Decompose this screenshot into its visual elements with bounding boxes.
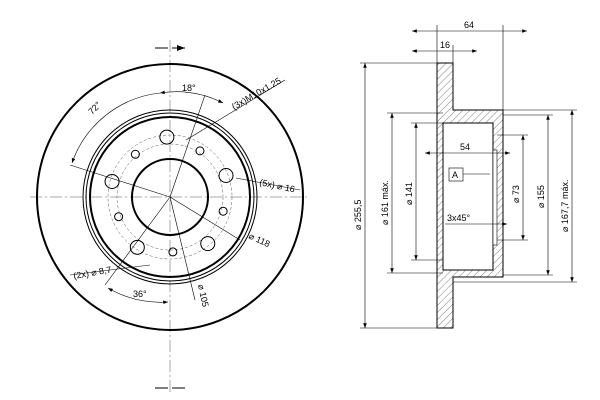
- extension-lines: [360, 25, 577, 329]
- disc-cross-section: [436, 62, 504, 329]
- dia-73-label: ⌀ 73: [511, 185, 521, 203]
- dia-105-label: ⌀ 105: [196, 283, 211, 308]
- dimension-lines: [363, 29, 574, 328]
- dimension-arc-18: [159, 90, 224, 104]
- small-hole: [114, 212, 124, 222]
- datum-label: A: [452, 170, 458, 180]
- center-bore-section: [492, 149, 498, 246]
- small-holes-label: (2x) ⌀ 8,7: [73, 264, 113, 281]
- datum-box: [448, 167, 464, 182]
- bolt-holes: [104, 129, 234, 257]
- thread-holes-label: (3x)M10x1.25: [230, 76, 283, 112]
- disc-outer-edge: [36, 63, 304, 331]
- front-view: 18° 72° 36° (3x)M10x1.25 (5x) ⌀ 16 ⌀ 118…: [30, 40, 310, 395]
- small-hole: [195, 146, 205, 156]
- dimension-arc-36: [107, 287, 169, 305]
- section-view: 64 16 ⌀ 255,5 ⌀ 161 máx. ⌀ 141 54 A 3x45…: [353, 20, 577, 329]
- angle-36-label: 36°: [133, 289, 147, 299]
- leader-stud: [235, 177, 301, 191]
- stud-hole: [129, 239, 145, 255]
- small-hole: [130, 149, 140, 159]
- flange-16-label: 16: [440, 40, 450, 50]
- dimension-arc-72: [71, 92, 161, 164]
- dia-161-label: ⌀ 161 máx.: [380, 180, 390, 225]
- dia-255-label: ⌀ 255,5: [353, 200, 363, 230]
- radial-lines: [69, 94, 241, 301]
- depth-54-label: 54: [460, 142, 470, 152]
- dia-167-label: ⌀ 167,7 máx.: [560, 180, 570, 232]
- dia-118-label: ⌀ 118: [247, 231, 271, 249]
- center-bore: [131, 158, 209, 236]
- angle-72-label: 72°: [86, 99, 103, 116]
- hat-ring: [85, 112, 255, 282]
- width-64-label: 64: [464, 20, 474, 30]
- dia-155-label: ⌀ 155: [536, 185, 546, 208]
- leader-small-hole: [69, 264, 151, 276]
- stud-hole: [104, 173, 120, 189]
- stud-hole: [159, 129, 175, 145]
- hat-outer-ring: [82, 109, 258, 285]
- bolt-circle-118: [107, 134, 233, 260]
- leader-thread: [185, 79, 286, 141]
- dia-141-label: ⌀ 141: [404, 182, 414, 205]
- stud-holes-label: (5x) ⌀ 16: [259, 177, 296, 194]
- small-hole: [218, 206, 228, 216]
- angle-18-label: 18°: [182, 83, 196, 93]
- chamfer-label: 3x45°: [447, 213, 471, 223]
- stud-hole: [200, 236, 216, 252]
- small-hole: [168, 247, 178, 257]
- stud-hole: [218, 167, 234, 183]
- hat-inner-ring: [89, 116, 251, 278]
- bolt-circle-105: [116, 143, 224, 251]
